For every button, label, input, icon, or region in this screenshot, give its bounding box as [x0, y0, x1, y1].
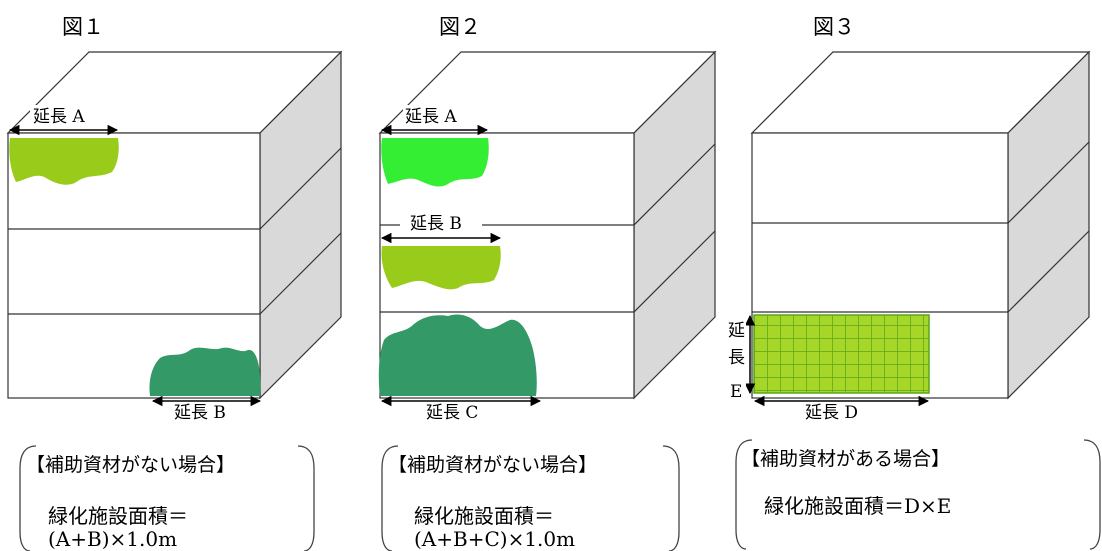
caption-box-1	[19, 445, 315, 551]
figure-2: 図２ 延長 A 延長 B 延長 C 【補助資材がない場合】 緑化施設面積＝ (A…	[378, 15, 717, 551]
dimension-label-e-char-2: 長	[728, 348, 745, 368]
dimension-label-a: 延長 A	[33, 107, 85, 127]
dimension-label-b: 延長 B	[410, 214, 462, 234]
green-patch-a	[381, 138, 489, 187]
caption-2-heading: 【補助資材がない場合】	[388, 454, 597, 476]
dimension-label-e-char-1: 延	[728, 321, 745, 341]
figure-3: 図３ 延 長 E 延長 D 【補助資材がある場合】 緑化施設面積＝D×E	[726, 15, 1101, 550]
side-floor-line	[1007, 230, 1090, 313]
figure-1: 図１ 延長 A 延長 B 【補助資材がない場合】 緑化施設面積＝ (A+B)×1…	[6, 15, 343, 551]
dimension-label-e-char-3: E	[730, 382, 742, 402]
caption-box-2	[381, 445, 680, 551]
side-floor-line	[633, 143, 716, 226]
green-patch-a	[9, 138, 119, 185]
caption-box-3	[735, 439, 1101, 550]
side-floor-line	[1007, 141, 1090, 224]
dimension-label-b: 延長 B	[174, 403, 226, 423]
building-1	[6, 50, 343, 400]
figure-3-title: 図３	[813, 15, 855, 39]
caption-2-formula-line2: (A+B+C)×1.0m	[414, 527, 575, 551]
side-floor-line	[259, 147, 342, 230]
green-patch-b	[381, 246, 501, 290]
caption-1-formula-line1: 緑化施設面積＝	[48, 504, 188, 528]
caption-3-formula: 緑化施設面積＝D×E	[764, 494, 951, 518]
caption-2-formula-line1: 緑化施設面積＝	[414, 504, 554, 528]
greening-mesh-material	[753, 314, 930, 394]
side-floor-line	[259, 232, 342, 315]
figure-1-title: 図１	[62, 15, 104, 39]
dimension-label-d: 延長 D	[805, 403, 858, 423]
dimension-label-c: 延長 C	[426, 403, 478, 423]
caption-3-heading: 【補助資材がある場合】	[741, 448, 950, 470]
caption-1-formula-line2: (A+B)×1.0m	[48, 527, 177, 551]
caption-1-heading: 【補助資材がない場合】	[26, 454, 235, 476]
dimension-label-a: 延長 A	[405, 107, 457, 127]
side-floor-line	[633, 230, 716, 313]
green-patch-b	[149, 347, 261, 396]
figure-2-title: 図２	[439, 15, 481, 39]
green-patch-c	[378, 314, 537, 396]
